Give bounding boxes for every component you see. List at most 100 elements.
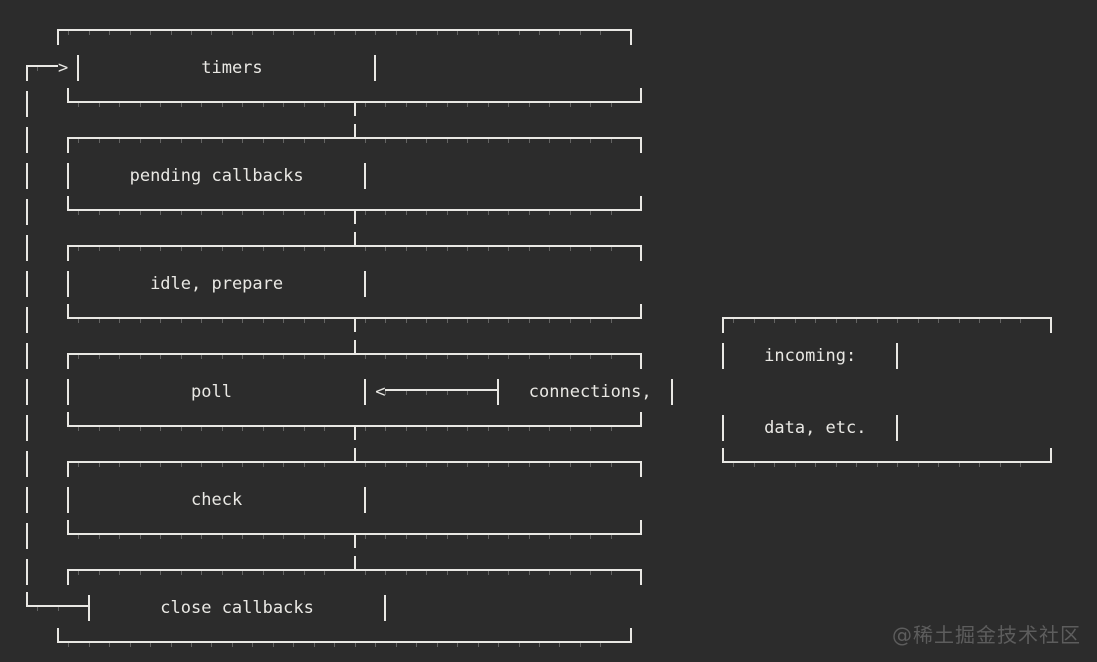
box-drawing-char — [58, 374, 78, 410]
box-drawing-char — [221, 122, 243, 158]
box-drawing-char — [446, 86, 468, 122]
box-drawing-char — [487, 554, 509, 590]
box-drawing-char — [385, 446, 407, 482]
box-drawing-char — [549, 410, 571, 446]
box-drawing-char — [590, 86, 612, 122]
box-drawing-char — [385, 122, 407, 158]
box-drawing-char — [917, 302, 939, 338]
box-drawing-char — [979, 302, 1001, 338]
box-drawing-char — [58, 194, 79, 230]
box-drawing-char — [620, 14, 641, 50]
box-drawing-char — [180, 518, 202, 554]
box-drawing-char — [150, 626, 172, 662]
box-drawing-char — [139, 338, 161, 374]
box-drawing-char — [794, 302, 816, 338]
box-drawing-char — [324, 194, 345, 230]
box-drawing-char — [139, 554, 161, 590]
diagram-line: incoming: — [17, 338, 1097, 374]
box-drawing-char — [365, 50, 385, 86]
box-drawing-char — [405, 446, 427, 482]
box-drawing-char — [610, 194, 632, 230]
juejin-watermark: @稀土掘金技术社区 — [892, 623, 1081, 647]
box-drawing-char — [364, 338, 386, 374]
box-drawing-char — [242, 554, 264, 590]
box-drawing-char — [180, 122, 202, 158]
box-drawing-char — [37, 50, 59, 86]
box-drawing-char — [201, 338, 223, 374]
diagram-line — [17, 122, 1097, 158]
box-drawing-char — [242, 122, 264, 158]
box-drawing-char — [569, 122, 591, 158]
box-drawing-char — [405, 518, 427, 554]
box-drawing-char — [17, 590, 38, 626]
box-drawing-char — [528, 554, 550, 590]
box-drawing-char — [139, 518, 161, 554]
box-drawing-char — [446, 302, 468, 338]
box-drawing-char — [569, 302, 591, 338]
box-drawing-char — [569, 446, 591, 482]
box-drawing-char — [78, 122, 100, 158]
box-drawing-char — [242, 338, 264, 374]
box-drawing-char — [252, 626, 274, 662]
box-drawing-char — [446, 518, 468, 554]
box-drawing-char — [508, 518, 530, 554]
box-drawing-char — [221, 518, 243, 554]
box-drawing-char — [999, 446, 1021, 482]
box-drawing-char — [324, 338, 345, 374]
box-drawing-char — [477, 14, 499, 50]
box-drawing-char — [324, 230, 345, 266]
box-drawing-char — [139, 86, 161, 122]
box-drawing-char — [446, 122, 468, 158]
box-drawing-char — [508, 410, 530, 446]
box-drawing-char — [344, 122, 366, 158]
box-drawing-char — [119, 122, 141, 158]
box-drawing-char — [303, 194, 325, 230]
box-drawing-char — [180, 194, 202, 230]
box-drawing-char — [487, 410, 509, 446]
box-drawing-char — [58, 230, 79, 266]
box-drawing-char — [733, 302, 755, 338]
box-drawing-char — [774, 446, 796, 482]
box-drawing-char — [467, 230, 489, 266]
box-drawing-char — [1020, 446, 1041, 482]
box-drawing-char — [170, 14, 192, 50]
box-drawing-char — [242, 86, 264, 122]
box-drawing-char — [150, 14, 172, 50]
box-drawing-char — [129, 626, 151, 662]
box-drawing-char — [221, 554, 243, 590]
box-drawing-char — [528, 338, 550, 374]
box-drawing-char — [78, 338, 100, 374]
box-drawing-char — [68, 626, 90, 662]
box-drawing-char — [958, 446, 980, 482]
box-drawing-char — [324, 446, 345, 482]
box-drawing-char — [508, 122, 530, 158]
box-drawing-char — [242, 446, 264, 482]
box-drawing-char — [252, 14, 274, 50]
box-drawing-char — [211, 626, 233, 662]
box-drawing-char — [160, 554, 182, 590]
box-drawing-char — [17, 302, 37, 338]
box-drawing-char — [487, 518, 509, 554]
box-drawing-char — [201, 302, 223, 338]
box-drawing-char — [405, 302, 427, 338]
box-drawing-char — [119, 338, 141, 374]
box-drawing-char — [1020, 302, 1041, 338]
box-drawing-char — [662, 374, 682, 410]
box-drawing-char — [590, 230, 612, 266]
box-drawing-char — [487, 86, 509, 122]
box-drawing-char — [385, 374, 407, 410]
box-drawing-char — [17, 230, 37, 266]
box-drawing-char — [17, 338, 37, 374]
box-drawing-char — [897, 446, 919, 482]
box-drawing-char — [221, 302, 243, 338]
box-drawing-char — [344, 410, 366, 446]
box-drawing-char — [191, 14, 212, 50]
box-drawing-char — [283, 410, 305, 446]
box-drawing-char — [887, 410, 907, 446]
diagram-line — [17, 194, 1097, 230]
box-drawing-char — [262, 518, 284, 554]
box-drawing-char — [518, 14, 540, 50]
box-drawing-char — [354, 14, 376, 50]
box-drawing-char — [610, 554, 632, 590]
